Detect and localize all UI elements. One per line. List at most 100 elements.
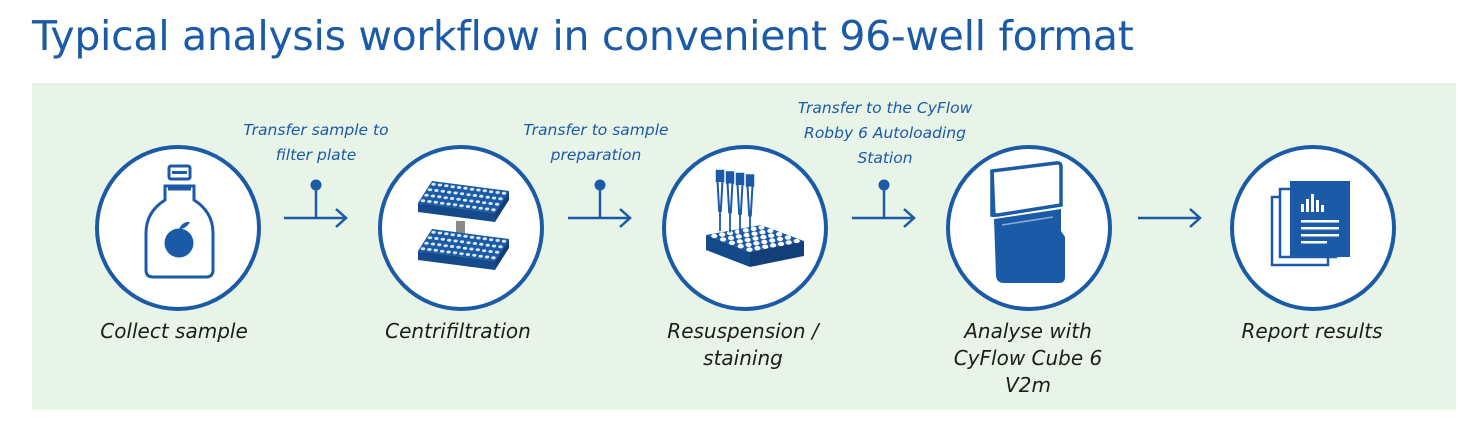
well-dot (456, 197, 461, 201)
step-label-collect-sample: Collect sample (100, 319, 248, 343)
well-dot (427, 248, 432, 251)
well-dot (465, 205, 471, 208)
well-dot (485, 195, 490, 199)
well-dot (463, 234, 468, 238)
well-dot (770, 243, 777, 248)
well-dot (494, 202, 500, 206)
well-dot (420, 247, 426, 251)
well-dot (456, 245, 461, 249)
well-dot (753, 241, 760, 246)
well-dot (768, 233, 775, 238)
well-dot (433, 248, 438, 252)
well-dot (444, 184, 449, 188)
well-dot (434, 189, 439, 192)
well-dot (759, 230, 766, 235)
well-dot (761, 239, 768, 245)
well-dot (489, 190, 494, 194)
well-dot (446, 250, 451, 254)
well-dot (466, 193, 471, 197)
pipette-tip-body (746, 184, 754, 217)
well-dot (495, 191, 500, 194)
well-dot (437, 195, 442, 199)
well-dot (736, 239, 743, 244)
well-dot (475, 200, 480, 204)
well-dot (498, 245, 503, 249)
step-label-report-results: Report results (1241, 319, 1383, 343)
well-dot (440, 249, 445, 253)
well-dot (758, 225, 765, 230)
well-dot (784, 235, 791, 240)
well-dot (452, 251, 458, 255)
page-title: Typical analysis workflow in convenient … (32, 12, 1134, 60)
well-dot (433, 200, 438, 204)
well-dot (459, 204, 464, 208)
transfer-arrow-3 (852, 179, 916, 228)
well-dot (446, 202, 451, 206)
well-dot (742, 228, 749, 233)
well-dot (501, 239, 507, 243)
filter-plate-icon (418, 181, 509, 270)
well-dot (443, 244, 448, 248)
well-dot (760, 234, 767, 240)
step-circle-collect-sample (95, 145, 261, 311)
well-dot (769, 238, 776, 243)
step-circle-resuspension-staining (662, 145, 828, 311)
well-dot (469, 187, 475, 191)
well-dot (427, 236, 433, 240)
well-dot (482, 237, 487, 241)
well-dot (751, 231, 758, 236)
step-circle-centrifiltration (378, 145, 544, 311)
well-dot (746, 247, 753, 252)
well-dot (482, 201, 487, 205)
well-dot (459, 252, 464, 256)
pipette-tip-body (736, 183, 744, 215)
well-dot (469, 199, 474, 203)
transfer-label-robby-station: Transfer to the CyFlow Robby 6 Autoloadi… (797, 99, 973, 167)
well-dot (491, 208, 496, 212)
well-dot (449, 197, 455, 200)
well-dot (453, 191, 458, 195)
well-dot (494, 250, 500, 254)
well-dot (430, 242, 436, 246)
well-dot (427, 188, 433, 192)
step-label-resuspension-staining: Resuspension / staining (667, 319, 819, 370)
well-dot (719, 232, 726, 237)
well-dot (762, 244, 769, 249)
well-dot (469, 247, 474, 251)
well-dot (449, 245, 455, 248)
well-dot (478, 206, 483, 210)
well-dot (437, 243, 442, 247)
transfer-label-filter-plate: Transfer sample to filter plate (243, 121, 389, 164)
well-dot (728, 240, 735, 245)
pipette-tip (745, 174, 755, 187)
well-dot (462, 246, 468, 250)
well-dot (440, 201, 445, 205)
transfer-arrow-4 (1138, 208, 1202, 228)
well-dot (727, 235, 735, 241)
step-label-analyse: Analyse with CyFlow Cube 6 V2m (953, 319, 1103, 397)
well-dot (737, 244, 744, 249)
well-dot (465, 253, 471, 256)
well-dot (440, 189, 445, 193)
well-dot (440, 237, 445, 241)
well-dot (424, 241, 429, 245)
well-dot (750, 226, 757, 231)
transfer-arrow-1 (284, 179, 348, 228)
well-dot (466, 241, 471, 245)
well-dot (482, 249, 487, 253)
well-dot (444, 232, 449, 236)
well-dot (434, 237, 439, 240)
well-dot (450, 233, 455, 237)
well-dot (443, 196, 448, 200)
well-dot (424, 193, 429, 197)
well-dot (472, 242, 478, 245)
pipette-tip (735, 172, 745, 186)
well-dot (476, 236, 481, 240)
well-dot (450, 185, 455, 189)
well-dot (447, 190, 452, 194)
well-dot (482, 189, 487, 193)
well-dot (785, 240, 792, 245)
pipette-tip-body (716, 180, 724, 212)
well-dot (463, 186, 468, 190)
well-dot (485, 243, 490, 247)
